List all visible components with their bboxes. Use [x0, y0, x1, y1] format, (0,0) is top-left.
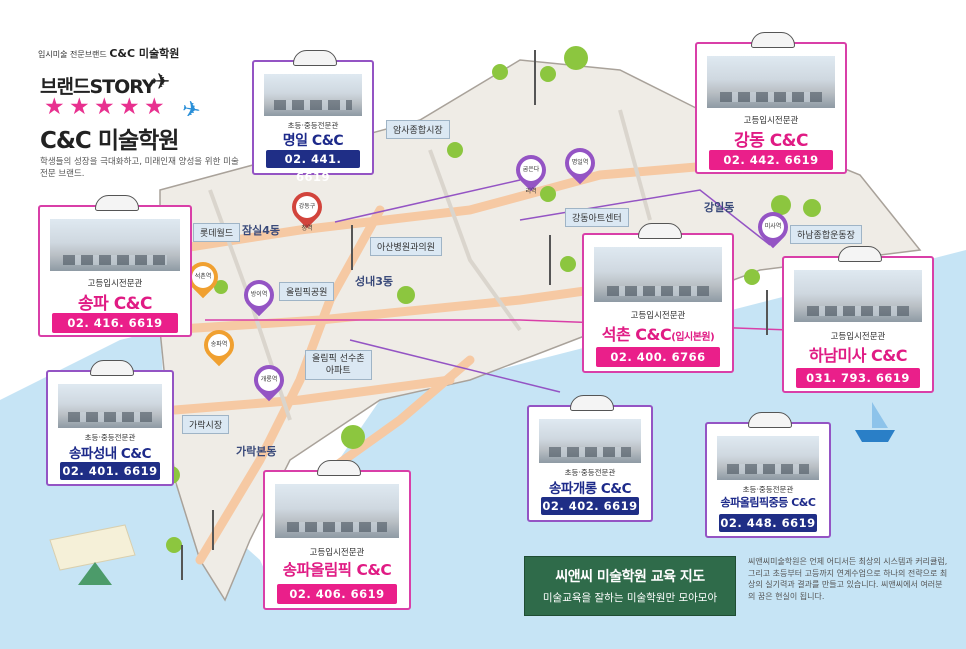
- landmark-olympic-apt-line2: 아파트: [325, 366, 351, 376]
- branch-category: 고등입시전문관: [309, 548, 365, 558]
- header-small-brand: C&C 미술학원: [109, 47, 180, 60]
- branch-name: 송파 C&C: [78, 294, 152, 314]
- brand-story-title: 브랜드STORY: [40, 76, 156, 98]
- landmark-gangdong-art-center: 강동아트센터: [565, 208, 629, 227]
- footer-title-box: 씨앤씨 미술학원 교육 지도 미술교육을 잘하는 미술학원만 모아모아: [524, 556, 736, 616]
- branch-phone[interactable]: 02. 416. 6619: [52, 313, 178, 333]
- landmark-olympic-apartment: 올림픽 선수촌 아파트: [305, 350, 372, 380]
- area-jamsil4: 잠실4동: [242, 224, 281, 237]
- branch-card-olympic-jungdeung[interactable]: 초등·중등전문관 송파올림픽중등 C&C 02. 448. 6619: [705, 412, 831, 538]
- star-rating: ★ ★ ★ ★ ★: [44, 94, 166, 120]
- branch-category: 초등·중등전문관: [742, 485, 794, 494]
- branch-name-main: 석촌 C&C: [601, 325, 672, 344]
- station-name: 개롱역: [258, 369, 280, 391]
- brand-description: 학생들의 성장을 극대화하고, 미래인재 양성을 위한 미술 전문 브랜드.: [40, 157, 239, 179]
- clip-icon: [838, 246, 882, 262]
- branch-card-hanam-misa[interactable]: 고등입시전문관 하남미사 C&C 031. 793. 6619: [782, 246, 934, 393]
- branch-card-songpa-olympic[interactable]: 고등입시전문관 송파올림픽 C&C 02. 406. 6619: [263, 460, 411, 610]
- branch-card-gangdong[interactable]: 고등입시전문관 강동 C&C 02. 442. 6619: [695, 32, 847, 174]
- landmark-asan-hospital: 아산병원과의원: [370, 237, 442, 256]
- branch-name: 강동 C&C: [734, 131, 808, 151]
- star-icon: ★: [119, 94, 140, 120]
- branch-phone[interactable]: 02. 441. 6619: [266, 150, 360, 184]
- landmark-olympic-apt-line1: 올림픽 선수촌: [312, 354, 365, 364]
- branch-card-seokchon[interactable]: 고등입시전문관 석촌 C&C(입시본원) 02. 400. 6766: [582, 223, 734, 373]
- landmark-asan-name: 아산병원: [377, 243, 411, 253]
- branch-phone[interactable]: 02. 442. 6619: [709, 150, 833, 170]
- branch-name-suffix: (입시본원): [671, 332, 715, 343]
- clip-icon: [638, 223, 682, 239]
- landmark-hanam-stadium: 하남종합운동장: [790, 225, 862, 244]
- branch-card-songpa-gaerong[interactable]: 초등·중등전문관 송파개롱 C&C 02. 402. 6619: [527, 395, 653, 522]
- clip-icon: [751, 32, 795, 48]
- branch-category: 고등입시전문관: [743, 116, 799, 126]
- footer-title: 씨앤씨 미술학원 교육 지도: [555, 569, 705, 585]
- branch-photo: [794, 270, 922, 322]
- branch-phone[interactable]: 02. 402. 6619: [541, 497, 639, 515]
- footer-description: 씨앤씨미술학원은 언제 어디서든 최상의 시스템과 커리큘럼, 그리고 초등부터…: [748, 557, 948, 601]
- clip-icon: [95, 195, 139, 211]
- branch-name: 송파성내 C&C: [69, 446, 151, 462]
- branch-phone[interactable]: 031. 793. 6619: [796, 368, 920, 388]
- branch-category: 고등입시전문관: [830, 332, 886, 342]
- branch-card-myeongil[interactable]: 초등·중등전문관 명일 C&C 02. 441. 6619: [252, 50, 374, 184]
- branch-category: 고등입시전문관: [630, 311, 686, 321]
- landmark-garak-market: 가락시장: [182, 415, 230, 434]
- branch-name: 송파개롱 C&C: [549, 481, 631, 497]
- area-gangil: 강일동: [704, 201, 735, 214]
- station-name: 석촌역: [192, 266, 214, 288]
- station-name: 송파역: [208, 334, 230, 356]
- landmark-lotteworld: 롯데월드: [193, 223, 241, 242]
- branch-phone[interactable]: 02. 406. 6619: [277, 584, 397, 604]
- station-name: 굽은다리역: [520, 159, 542, 195]
- landmark-amsa-market: 암사종합시장: [386, 120, 450, 139]
- branch-photo: [50, 219, 180, 271]
- brand-title: C&C 미술학원: [40, 128, 179, 154]
- clip-icon: [317, 460, 361, 476]
- branch-name: 명일 C&C: [282, 133, 344, 149]
- landmark-olympic-park: 올림픽공원: [279, 282, 335, 301]
- branch-photo: [594, 247, 722, 302]
- star-icon: ★: [94, 94, 115, 120]
- area-seongnae3: 성내3동: [355, 275, 394, 288]
- branch-category: 초등·중등전문관: [564, 468, 616, 477]
- branch-category: 초등·중등전문관: [84, 433, 136, 442]
- header-brand-line: 입시미술 전문브랜드 C&C 미술학원: [38, 45, 179, 61]
- star-icon: ★: [69, 94, 90, 120]
- station-name: 명일역: [569, 152, 591, 174]
- clip-icon: [293, 50, 337, 66]
- branch-card-songpa[interactable]: 고등입시전문관 송파 C&C 02. 416. 6619: [38, 195, 192, 337]
- airplane-icon: ✈: [152, 70, 171, 95]
- star-icon: ★: [144, 94, 165, 120]
- area-garakbon: 가락본동: [236, 445, 277, 458]
- branch-category: 고등입시전문관: [87, 279, 143, 289]
- branch-phone[interactable]: 02. 448. 6619: [719, 514, 817, 532]
- header-small-prefix: 입시미술 전문브랜드: [38, 50, 107, 59]
- branch-photo: [707, 56, 835, 108]
- station-name: 방이역: [248, 284, 270, 306]
- branch-name: 하남미사 C&C: [809, 346, 907, 365]
- station-name: 미사역: [762, 216, 784, 238]
- footer-subtitle: 미술교육을 잘하는 미술학원만 모아모아: [542, 592, 718, 604]
- branch-name: 석촌 C&C(입시본원): [584, 321, 732, 345]
- branch-name: 송파올림픽중등 C&C: [720, 496, 816, 509]
- branch-photo: [58, 384, 162, 428]
- station-name: 강동구청역: [296, 196, 318, 232]
- branch-phone[interactable]: 02. 400. 6766: [596, 347, 720, 367]
- branch-card-songpa-seongnae[interactable]: 초등·중등전문관 송파성내 C&C 02. 401. 6619: [46, 360, 174, 486]
- clip-icon: [748, 412, 792, 428]
- branch-photo: [264, 74, 362, 116]
- branch-phone[interactable]: 02. 401. 6619: [60, 462, 160, 480]
- landmark-asan-suffix: 과의원: [410, 243, 435, 253]
- clip-icon: [90, 360, 134, 376]
- clip-icon: [570, 395, 614, 411]
- star-icon: ★: [44, 94, 65, 120]
- branch-name: 송파올림픽 C&C: [282, 561, 392, 579]
- branch-photo: [717, 436, 819, 480]
- branch-category: 초등·중등전문관: [287, 121, 339, 130]
- branch-photo: [539, 419, 641, 463]
- branch-photo: [275, 484, 399, 538]
